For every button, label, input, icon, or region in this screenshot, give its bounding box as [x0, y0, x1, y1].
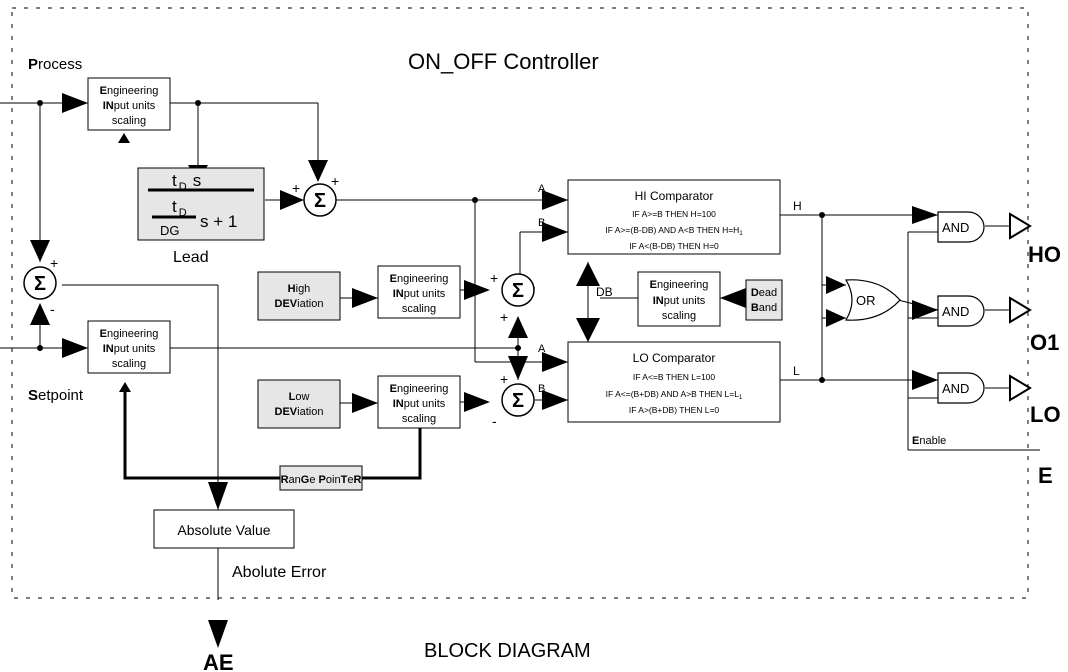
svg-text:HI Comparator: HI Comparator: [635, 189, 714, 203]
svg-text:DG: DG: [160, 223, 180, 238]
svg-text:IF A<=(B+DB) AND A>B THEN L=L1: IF A<=(B+DB) AND A>B THEN L=L1: [606, 389, 743, 401]
output-e: E: [1038, 463, 1053, 488]
svg-text:tD: tD: [172, 197, 187, 219]
and-gate-o1: AND: [937, 295, 985, 327]
svg-text:+: +: [292, 180, 300, 196]
svg-text:scaling: scaling: [662, 310, 696, 322]
svg-text:Low: Low: [289, 391, 310, 403]
svg-text:L: L: [793, 364, 800, 378]
absolute-error-label: Abolute Error: [232, 564, 327, 581]
dead-band-input: Dead Band: [745, 279, 783, 321]
svg-text:Engineering: Engineering: [100, 85, 159, 97]
and-gate-lo: AND: [937, 372, 985, 404]
svg-text:Σ: Σ: [314, 190, 326, 212]
footer-title: BLOCK DIAGRAM: [424, 640, 591, 662]
sum-high: Σ + +: [490, 270, 535, 325]
low-dev-scaling-block: Engineering INput units scaling: [377, 375, 461, 429]
sum-process-lead: Σ + +: [292, 173, 339, 217]
svg-text:OR: OR: [856, 293, 876, 308]
process-label: Process: [28, 56, 82, 73]
svg-text:High: High: [288, 283, 311, 295]
svg-text:Dead: Dead: [751, 287, 777, 299]
svg-text:DEViation: DEViation: [275, 406, 324, 418]
output-o1: O1: [1030, 330, 1059, 355]
svg-text:DB: DB: [596, 285, 613, 299]
low-deviation-input: Low DEViation: [257, 379, 341, 429]
deadband-link: DB: [587, 262, 613, 342]
svg-text:H: H: [793, 199, 802, 213]
svg-text:RanGe PoinTeR: RanGe PoinTeR: [281, 474, 362, 486]
svg-text:INput units: INput units: [103, 100, 156, 112]
lo-comparator-block: LO Comparator IF A<=B THEN L=100 IF A<=(…: [538, 341, 800, 423]
svg-text:IF A>=B THEN H=100: IF A>=B THEN H=100: [632, 209, 716, 219]
svg-text:IF A>=(B-DB) AND A<B THEN H=H1: IF A>=(B-DB) AND A<B THEN H=H1: [605, 225, 743, 237]
and-gate-ho: AND: [937, 211, 985, 243]
deadband-scaling-block: Engineering INput units scaling: [637, 271, 721, 327]
diagram-title: ON_OFF Controller: [408, 49, 599, 74]
svg-text:A: A: [538, 183, 546, 195]
svg-text:scaling: scaling: [112, 358, 146, 370]
svg-text:Σ: Σ: [34, 273, 46, 295]
enable-label: Enable: [912, 435, 946, 447]
svg-text:+: +: [500, 309, 508, 325]
svg-text:+: +: [50, 255, 58, 271]
arrowheads: [30, 93, 1032, 648]
svg-text:-: -: [492, 413, 497, 429]
svg-text:scaling: scaling: [402, 413, 436, 425]
svg-text:DEViation: DEViation: [275, 298, 324, 310]
output-ae: AE: [203, 650, 234, 672]
svg-text:B: B: [538, 217, 545, 229]
setpoint-scaling-block: Engineering INput units scaling: [87, 320, 171, 374]
svg-text:INput units: INput units: [393, 398, 446, 410]
svg-text:Engineering: Engineering: [390, 383, 449, 395]
svg-text:Band: Band: [751, 302, 777, 314]
svg-text:AND: AND: [942, 381, 969, 396]
absolute-value-block: Absolute Value Abolute Error: [153, 509, 327, 581]
high-dev-scaling-block: Engineering INput units scaling: [377, 265, 461, 319]
sum-error: Σ + -: [23, 255, 58, 317]
svg-text:IF A<=B THEN L=100: IF A<=B THEN L=100: [633, 372, 716, 382]
svg-text:+: +: [331, 173, 339, 189]
svg-text:AND: AND: [942, 220, 969, 235]
setpoint-label: Setpoint: [28, 387, 84, 404]
svg-text:+: +: [490, 270, 498, 286]
svg-text:IF A<(B-DB) THEN H=0: IF A<(B-DB) THEN H=0: [629, 241, 719, 251]
svg-text:Σ: Σ: [512, 390, 524, 412]
svg-text:-: -: [50, 301, 55, 317]
svg-text:INput units: INput units: [393, 288, 446, 300]
svg-text:INput units: INput units: [103, 343, 156, 355]
or-gate: OR: [844, 279, 901, 321]
svg-text:tDs: tDs: [172, 171, 201, 193]
hi-comparator-block: HI Comparator IF A>=B THEN H=100 IF A>=(…: [538, 179, 802, 255]
svg-text:scaling: scaling: [402, 303, 436, 315]
controller-boundary: [11, 7, 1029, 599]
svg-text:Absolute Value: Absolute Value: [177, 522, 270, 538]
svg-text:INput units: INput units: [653, 295, 706, 307]
svg-text:B: B: [538, 383, 545, 395]
lead-label: Lead: [173, 249, 209, 266]
svg-text:Engineering: Engineering: [390, 273, 449, 285]
high-deviation-input: High DEViation: [257, 271, 341, 321]
range-pointer-input: RanGe PoinTeR: [279, 465, 363, 491]
svg-text:IF A>(B+DB) THEN L=0: IF A>(B+DB) THEN L=0: [629, 405, 720, 415]
svg-text:A: A: [538, 343, 546, 355]
svg-text:s + 1: s + 1: [200, 212, 237, 231]
output-ho: HO: [1028, 242, 1061, 267]
svg-text:Σ: Σ: [512, 280, 524, 302]
svg-text:AND: AND: [942, 304, 969, 319]
output-lo: LO: [1030, 402, 1061, 427]
svg-text:Engineering: Engineering: [650, 279, 709, 291]
process-scaling-block: Engineering INput units scaling: [87, 77, 171, 131]
svg-text:Engineering: Engineering: [100, 328, 159, 340]
svg-text:LO Comparator: LO Comparator: [633, 351, 716, 365]
range-pointer-wires: [123, 390, 422, 480]
sum-low: Σ + -: [492, 371, 535, 429]
svg-text:scaling: scaling: [112, 115, 146, 127]
svg-text:+: +: [500, 371, 508, 387]
